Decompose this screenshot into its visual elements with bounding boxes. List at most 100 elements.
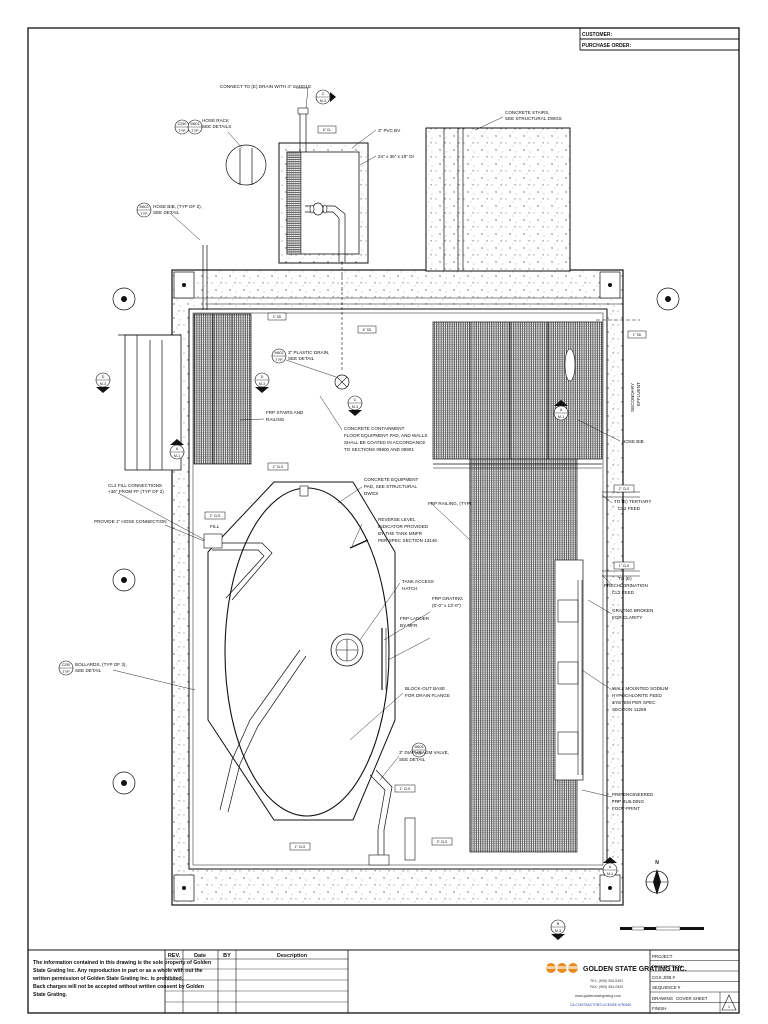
note-frp-ladder: FRP LADDER (400, 616, 430, 621)
section-marker-c-mid: C M-3 (347, 395, 363, 416)
callout-m603-hose-bib: M603 TYP (136, 202, 152, 218)
note-secondary-effluent: EFFLUENT (636, 382, 641, 406)
note-wall-mounted: HYPOCHLORITE FEED (612, 693, 662, 698)
note-prechlorination: TO (E) (618, 576, 632, 581)
callout-label: M604 (415, 745, 424, 749)
callout-label: M601 (191, 122, 200, 126)
section-marker-c-top: C M-3 (315, 89, 336, 105)
note-hose-rack: HOSE RACK (202, 118, 230, 123)
section-letter: A (176, 447, 179, 451)
note-containment: FLOOR EQUIPMENT PAD, AND WALLS (344, 433, 427, 438)
pipe-tag: 2" CLS (273, 465, 284, 469)
ownership-notice: Back charges will not be accepted withou… (33, 984, 204, 990)
note-frp-grating: (5'-0" x 13'-0") (432, 603, 461, 608)
section-marker-a-bottom: A M-1 (602, 857, 618, 878)
ownership-notice: written permission of Golden State Grati… (32, 976, 184, 982)
section-sheet: M-1 (174, 454, 180, 458)
drawing-value: COVER SHEET (676, 996, 708, 1001)
field-finish: FINISH (652, 1006, 666, 1011)
section-marker-d-left: D M-3 (95, 372, 111, 393)
note-concrete-stairs: SEE STRUCTURAL DWGS (505, 116, 562, 121)
note-pre-engineered: FRP BUILDING (612, 799, 645, 804)
pipe-tag: 3" SD (273, 315, 282, 319)
section-marker-b-bottom: B M-3 (550, 919, 566, 940)
hose-rack-detail (225, 144, 267, 186)
annotations: CONNECT TO (E) DRAIN WITH 4" SADDLE HOSE… (75, 84, 668, 811)
note-frp-stairs: FRP STAIRS AND (266, 410, 304, 415)
note-level-indicator: REVERSE LEVEL (378, 517, 416, 522)
note-bollards: BOLLARDS, (TYP OF 3), (75, 662, 127, 667)
pipe-tag: 1" CLS (295, 845, 306, 849)
section-marker-a-right: A M-1 (553, 400, 569, 421)
note-grating-broken: FOR CLARITY (612, 615, 642, 620)
pipe-tag: 1" SD (633, 333, 642, 337)
by-column-header: BY (223, 953, 231, 959)
callout-sub: TYP (276, 358, 284, 362)
rev-column-header: REV. (168, 953, 181, 959)
field-job-number: CGS JOB # (652, 975, 675, 980)
company-phone: TEL: (909) 354-0491 (590, 979, 623, 983)
note-tertiary: TO (E) TERTIARY (614, 499, 651, 504)
note-hose-bib: HOSE BIB (622, 439, 644, 444)
note-frp-stairs: RAILING (266, 417, 285, 422)
note-plastic-drain: SEE DETAIL (288, 356, 315, 361)
section-letter: A (609, 865, 612, 869)
note-hose-bib-typ: SEE DETAIL (153, 210, 180, 215)
note-di-size: 24" x 36" x 18" DI (378, 154, 414, 159)
section-sheet: M-1 (607, 872, 613, 876)
note-equipment-pad: PAD, SEE STRUCTURAL (364, 484, 417, 489)
section-sheet: M-3 (555, 929, 561, 933)
note-plastic-drain: 3" PLASTIC DRAIN, (288, 350, 329, 355)
note-level-indicator: PER SPEC SECTION 13146 (378, 538, 437, 543)
section-letter: B (557, 922, 560, 926)
date-column-header: Date (194, 953, 206, 959)
sheet-number: 1 (728, 1005, 730, 1009)
callout-sub: TYP (179, 129, 187, 133)
north-label: N (655, 860, 659, 866)
note-concrete-stairs: CONCRETE STAIRS, (505, 110, 550, 115)
callout-sub: TYP (192, 129, 200, 133)
grating-top-right (432, 321, 603, 460)
pipe-tag: 2" CLS (210, 514, 221, 518)
stair-grating-left (193, 313, 252, 465)
callout-label: C250 (178, 122, 187, 126)
field-description: DESCRIPTION (652, 964, 682, 969)
section-letter: D (261, 375, 264, 379)
note-access-hatch: TANK ACCESS (402, 579, 434, 584)
note-containment: SHALL BE COATED IN ACCORDANCE (344, 440, 425, 445)
ownership-notice: State Grating. (33, 992, 68, 998)
pipe-tag: 6" SD (363, 328, 372, 332)
title-block: REV. Date BY Description The information… (28, 949, 739, 1013)
pipe-tag: 3" CLS (437, 840, 448, 844)
field-sequence: SEQUENCE # (652, 985, 681, 990)
section-sheet: M-3 (352, 405, 358, 409)
note-wall-mounted: SYSTEM PER SPEC (612, 700, 656, 705)
company-fax: FAX: (909) 354-0492 (590, 985, 623, 989)
note-level-indicator: INDICATOR PROVIDED (378, 524, 429, 529)
note-fill: FILL (210, 524, 220, 529)
note-wall-mounted: SECTION 11259 (612, 707, 647, 712)
note-level-indicator: BY THE TANK MNFR (378, 531, 423, 536)
pipe-tag: 1" CLS (400, 787, 411, 791)
sheet-number-triangle: 1 (721, 994, 737, 1011)
note-frp-grating: FRP GRATING (432, 596, 463, 601)
callout-m604-valve: M604 TYP (411, 742, 427, 758)
hypochlorite-panels (557, 580, 583, 775)
callout-sub: TYP (141, 212, 149, 216)
note-blockout: FOR DRAIN FLANGE (405, 693, 450, 698)
purchase-order-label: PURCHASE ORDER: (582, 43, 632, 49)
callout-label: M603 (140, 205, 149, 209)
note-containment: TO SECTIONS 09900 AND 09901 (344, 447, 414, 452)
note-tertiary: CL2 FEED (618, 506, 641, 511)
callout-c250-hose-rack: C250 TYP M601 TYP (174, 119, 203, 135)
note-hose-bib-typ: HOSE BIB, (TYP OF 2), (153, 204, 202, 209)
callout-c250-bollards: C250 TYP (58, 660, 74, 676)
drain-box (278, 107, 369, 370)
note-connect-drain: CONNECT TO (E) DRAIN WITH 4" SADDLE (220, 84, 311, 89)
note-access-hatch: HATCH (402, 586, 417, 591)
note-frp-railing: FRP RAILING, (TYP) (428, 501, 472, 506)
section-letter: D (102, 375, 105, 379)
callout-m602-drain: M602 TYP (271, 348, 287, 364)
field-project: PROJECT (652, 954, 673, 959)
